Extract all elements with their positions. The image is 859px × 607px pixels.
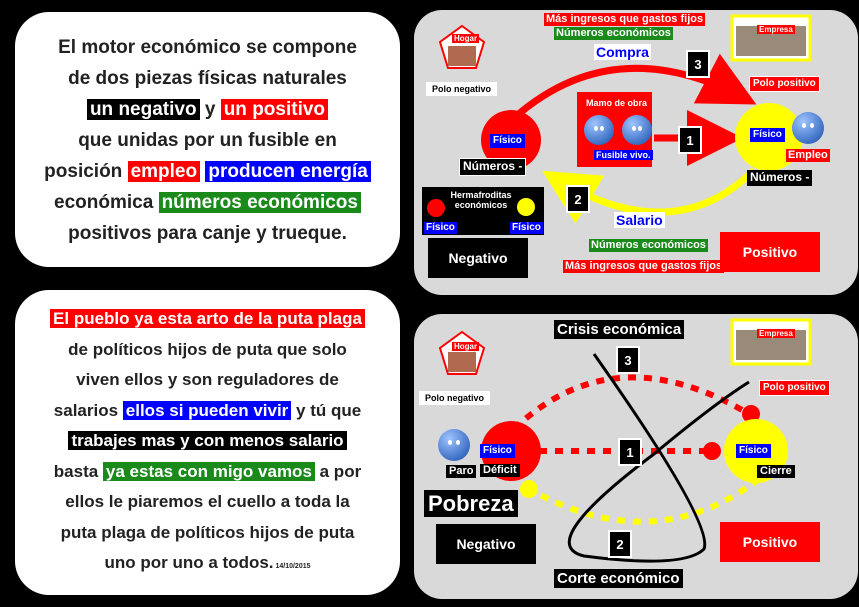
text-line: trabajes mas y con menos salario	[15, 426, 400, 457]
hermafroditas-fisico-left: Físico	[424, 222, 457, 234]
hermafroditas-label: Hermafroditas económicos	[450, 190, 512, 211]
text-segment: números económicos	[158, 192, 361, 213]
text-line: El motor económico se compone	[15, 32, 400, 63]
text-line: económica números económicos	[15, 187, 400, 218]
text-line: El pueblo ya esta arto de la puta plaga	[15, 304, 400, 335]
text-segment: El pueblo ya esta arto de la puta plaga	[50, 309, 365, 328]
polo-positivo-label: Polo positivo	[749, 76, 820, 92]
text-segment: viven ellos y son reguladores de	[76, 370, 339, 389]
text-segment: puta plaga de políticos hijos de puta	[60, 522, 355, 542]
text-line: un negativo y un positivo	[15, 94, 400, 125]
text-line: salarios ellos si pueden vivir y tú que	[15, 396, 400, 427]
employee-face-icon	[792, 112, 824, 144]
salario-label: Salario	[614, 212, 665, 229]
text-line: positivos para canje y trueque.	[15, 218, 400, 249]
step-2-badge: 2	[566, 185, 590, 213]
text-segment: trabajes mas y con menos salario	[68, 431, 347, 450]
text-segment: de dos piezas físicas naturales	[68, 68, 347, 89]
step-3-badge: 3	[686, 50, 710, 78]
explanation-text: El motor económico se compone de dos piez…	[15, 12, 400, 249]
step-3-badge: 3	[616, 346, 640, 374]
positivo-box: Positivo	[720, 522, 820, 562]
hogar-label: Hogar	[452, 342, 480, 352]
polo-negativo-label: Polo negativo	[419, 391, 491, 406]
unemployed-face-icon	[438, 429, 470, 461]
negativo-box: Negativo	[428, 238, 528, 278]
text-segment: y	[199, 99, 221, 120]
text-line: de dos piezas físicas naturales	[15, 63, 400, 94]
worker-face-icon	[584, 115, 614, 145]
fisico-right-label: Físico	[750, 128, 785, 142]
deficit-label: Déficit	[480, 464, 520, 477]
cierre-label: Cierre	[757, 465, 795, 478]
text-line: puta plaga de políticos hijos de puta	[15, 518, 400, 549]
compra-label: Compra	[594, 44, 651, 61]
numeros-left-label: Números -	[459, 158, 527, 176]
protest-panel: El pueblo ya esta arto de la puta plaga d…	[15, 290, 400, 595]
text-segment: posición	[44, 161, 128, 182]
text-segment: uno por uno a todos.	[104, 553, 274, 572]
text-segment: económica	[54, 192, 159, 213]
text-segment: a por	[314, 461, 362, 481]
negativo-box: Negativo	[436, 524, 536, 564]
crisis-label: Crisis económica	[554, 320, 685, 340]
pobreza-label: Pobreza	[424, 490, 518, 518]
polo-negativo-label: Polo negativo	[426, 82, 498, 97]
top-numbers-label: Números económicos	[554, 27, 673, 40]
mamo-de-obra-label: Mamo de obra	[586, 98, 648, 108]
text-line: que unidas por un fusible en	[15, 125, 400, 156]
text-segment: producen energía	[205, 161, 371, 182]
empleo-label: Empleo	[786, 149, 830, 162]
text-segment: un negativo	[86, 99, 200, 120]
fisico-left-label: Físico	[490, 134, 525, 148]
economic-crisis-diagram: Crisis económica Hogar Empresa Polo posi…	[414, 314, 858, 599]
text-line: viven ellos y son reguladores de	[15, 365, 400, 396]
positivo-box: Positivo	[720, 232, 820, 272]
text-segment: ya estas con migo vamos	[102, 461, 315, 481]
text-line: de políticos hijos de puta que solo	[15, 335, 400, 366]
bottom-income-label: Más ingresos que gastos fijos	[563, 260, 725, 273]
step-1-badge: 1	[618, 438, 642, 466]
text-segment: basta	[53, 461, 103, 481]
text-segment: 14/10/2015	[273, 563, 311, 570]
worker-face-icon	[622, 115, 652, 145]
empresa-label: Empresa	[757, 329, 795, 339]
text-segment: ellos le piaremos el cuello a toda la	[65, 492, 350, 511]
bottom-numbers-label: Números económicos	[589, 239, 708, 252]
text-segment: salarios	[53, 400, 123, 420]
step-1-badge: 1	[678, 126, 702, 154]
top-income-label: Más ingresos que gastos fijos	[544, 13, 706, 26]
corte-label: Corte económico	[554, 569, 683, 589]
fisico-left-label: Físico	[480, 444, 515, 458]
text-segment: de políticos hijos de puta que solo	[68, 339, 347, 359]
text-segment: empleo	[127, 161, 201, 182]
paro-label: Paro	[446, 465, 477, 478]
fisico-right-label: Físico	[736, 444, 771, 458]
text-segment: un positivo	[220, 99, 329, 120]
text-line: basta ya estas con migo vamos a por	[15, 457, 400, 488]
empresa-label: Empresa	[757, 25, 795, 35]
text-segment: positivos para canje y trueque.	[68, 223, 347, 244]
polo-positivo-label: Polo positivo	[759, 380, 830, 396]
text-segment: que unidas por un fusible en	[78, 130, 337, 151]
hogar-label: Hogar	[452, 34, 480, 44]
economic-motor-diagram: Más ingresos que gastos fijos Números ec…	[414, 10, 858, 295]
text-line: uno por uno a todos. 14/10/2015	[15, 548, 400, 583]
text-segment: ellos si pueden vivir	[122, 400, 292, 420]
numeros-right-label: Números -	[747, 170, 813, 186]
explanation-panel: El motor económico se compone de dos piez…	[15, 12, 400, 267]
text-segment: y tú que	[291, 400, 362, 420]
step-2-badge: 2	[608, 530, 632, 558]
text-line: posición empleo producen energía	[15, 156, 400, 187]
hermafroditas-fisico-right: Físico	[510, 222, 543, 234]
protest-text: El pueblo ya esta arto de la puta plaga d…	[15, 290, 400, 583]
text-line: ellos le piaremos el cuello a toda la	[15, 487, 400, 518]
text-segment: El motor económico se compone	[58, 37, 357, 58]
fusible-label: Fusible vivo.	[594, 150, 653, 161]
